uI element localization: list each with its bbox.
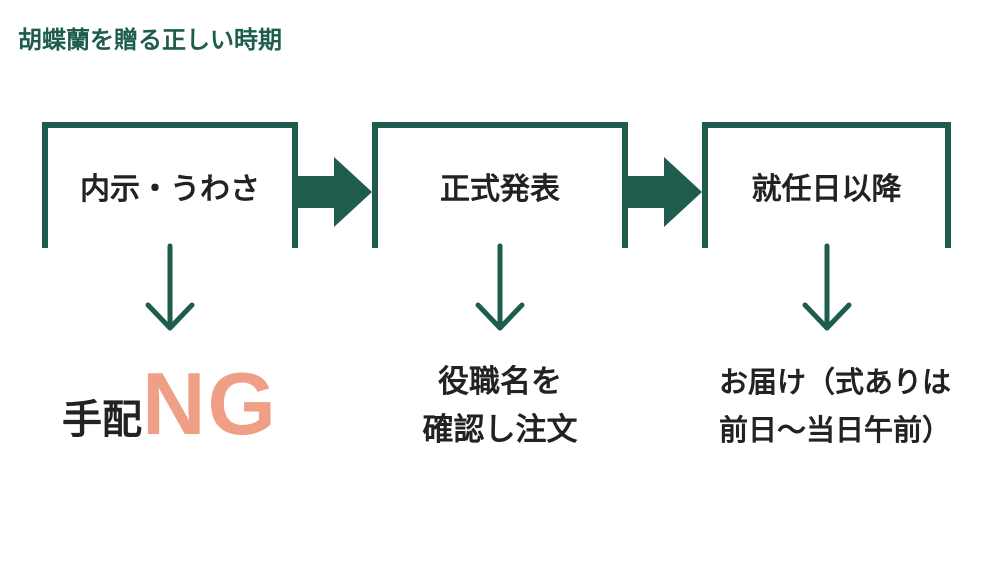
block-arrow-2 — [628, 157, 702, 227]
outcome-2-line-1: 役職名を — [438, 364, 562, 400]
block-arrow-1 — [298, 157, 372, 227]
stage-3-bracket — [702, 122, 951, 248]
down-arrow-1 — [145, 243, 195, 331]
stage-2-outcome: 役職名を 確認し注文 — [380, 358, 620, 454]
stage-3-outcome: お届け（式ありは 前日〜当日午前） — [690, 358, 980, 454]
outcome-3-line-1: お届け（式ありは — [718, 365, 951, 399]
stage-1-bracket — [42, 122, 298, 248]
ng-highlight: NG — [142, 354, 278, 453]
stage-1-label: 内示・うわさ — [80, 172, 260, 207]
down-arrow-3 — [802, 243, 852, 331]
stage-1-outcome: 手配 NG — [20, 352, 320, 452]
stage-2-label: 正式発表 — [440, 172, 560, 207]
page-title: 胡蝶蘭を贈る正しい時期 — [18, 26, 282, 54]
outcome-3-line-2: 前日〜当日午前） — [718, 413, 951, 447]
stage-2-bracket — [372, 122, 628, 248]
stage-3-label: 就任日以降 — [751, 172, 902, 207]
down-arrow-2 — [475, 243, 525, 331]
outcome-2-line-2: 確認し注文 — [422, 412, 578, 448]
outcome-1-prefix: 手配 — [62, 397, 142, 443]
